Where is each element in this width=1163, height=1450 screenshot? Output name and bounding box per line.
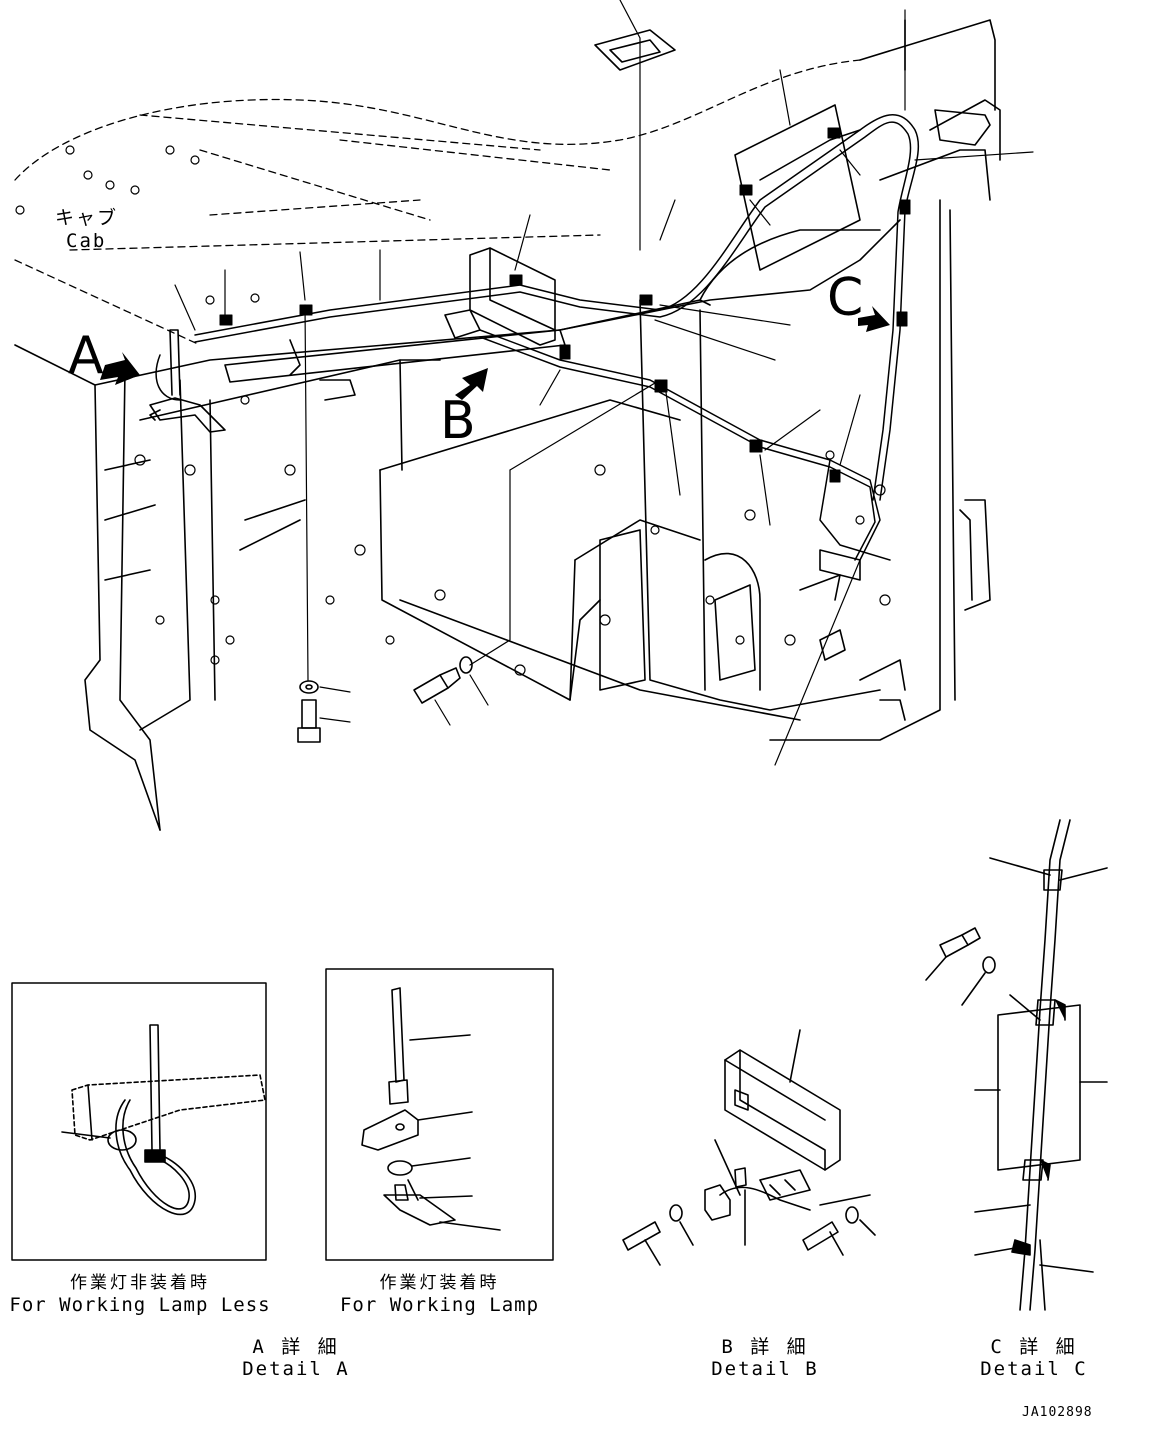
bolts-washers-main-view [297, 656, 473, 743]
detail-a-left-caption-jp: 作業灯非装着時 [70, 1273, 210, 1293]
cab-roof-bolts [15, 145, 260, 305]
label-decals [594, 29, 861, 271]
view-arrows [100, 306, 890, 400]
detail-a-left-box [11, 982, 267, 1261]
controller-box-main-view [444, 247, 556, 346]
wiring-harness [155, 114, 920, 561]
drawing-number: JA102898 [1022, 1405, 1093, 1420]
detail-a-title-en: Detail A [242, 1358, 350, 1380]
detail-a-left-caption-en: For Working Lamp Less [9, 1294, 271, 1316]
callout-b-label: B [440, 391, 476, 451]
callout-c-label: C [827, 268, 864, 328]
cab-roof-outline [14, 59, 861, 346]
callout-a-label: A [68, 326, 104, 386]
detail-a-right-caption-jp: 作業灯装着時 [379, 1273, 500, 1293]
detail-b-title-jp: B 詳 細 [721, 1336, 809, 1358]
detail-a-title-jp: A 詳 細 [252, 1336, 340, 1358]
leader-lines-main-view [174, 0, 1034, 766]
cab-label-jp: キャブ [55, 207, 119, 229]
detail-b-controller [622, 1029, 876, 1266]
frame-bolts [134, 395, 891, 676]
detail-c-title-jp: C 詳 細 [990, 1336, 1078, 1358]
harness-clips [219, 127, 911, 483]
cab-label-en: Cab [66, 230, 107, 252]
detail-a-right-box [325, 968, 554, 1261]
detail-c-harness [925, 819, 1108, 1311]
antenna-main-view [149, 329, 226, 433]
detail-c-title-en: Detail C [980, 1358, 1088, 1380]
detail-a-right-caption-en: For Working Lamp [339, 1294, 540, 1316]
detail-b-title-en: Detail B [711, 1358, 819, 1380]
rear-frame-structure [14, 19, 1001, 831]
